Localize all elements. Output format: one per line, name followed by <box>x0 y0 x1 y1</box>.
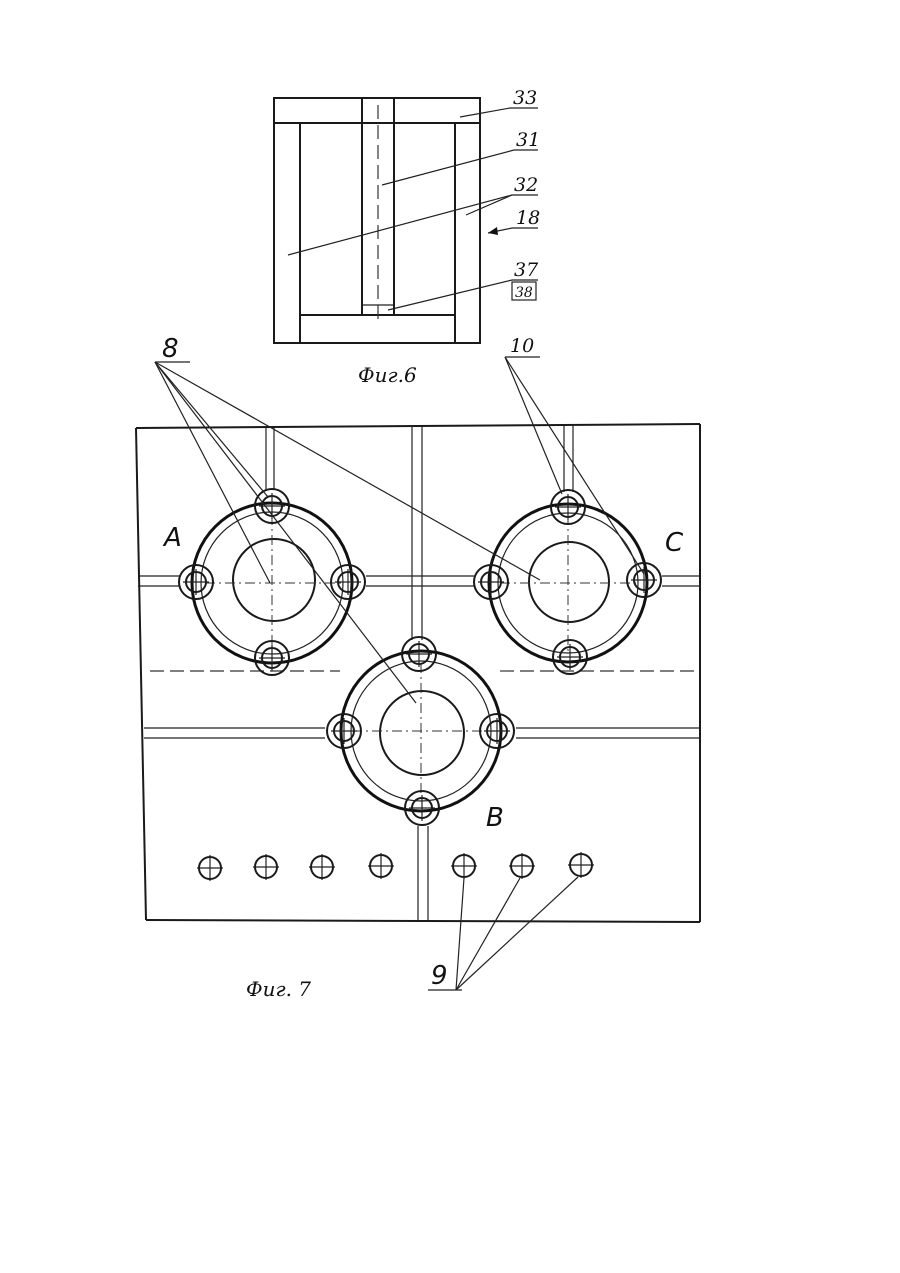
label-33: 33 <box>513 87 537 109</box>
label-burner-a: A <box>162 523 182 553</box>
fig6-component <box>274 98 538 343</box>
knob-hole <box>197 855 223 881</box>
label-8: 8 <box>162 334 179 364</box>
panel-bottom-edge <box>146 920 700 922</box>
burner-c <box>474 490 661 674</box>
burner-c-nozzle-left <box>474 565 508 599</box>
leader-9-c <box>456 877 578 990</box>
burner-a-nozzle-top <box>255 489 289 523</box>
burner-b-nozzle-right <box>480 714 514 748</box>
leader-37 <box>388 280 512 310</box>
knob-hole <box>568 852 594 878</box>
burner-b-nozzle-left <box>327 714 361 748</box>
label-9: 9 <box>431 961 448 991</box>
knob-hole <box>253 854 279 880</box>
label-37: 37 <box>514 259 539 281</box>
burner-a <box>179 489 365 675</box>
label-18: 18 <box>516 207 540 229</box>
panel-top-edge <box>136 424 700 428</box>
burner-a-nozzle-left <box>179 565 213 599</box>
burner-a-nozzle-bottom <box>255 641 289 675</box>
label-32: 32 <box>514 174 538 196</box>
label-10: 10 <box>510 335 534 357</box>
burner-c-nozzle-bottom <box>553 640 587 674</box>
leader-32a <box>288 195 512 255</box>
leader-33 <box>460 108 510 117</box>
label-38: 38 <box>515 285 533 301</box>
knob-hole <box>509 853 535 879</box>
burner-b-center <box>380 691 464 775</box>
knob-hole <box>309 854 335 880</box>
label-31: 31 <box>516 129 540 151</box>
fig6-caption: Фиг.6 <box>358 363 417 387</box>
burner-c-nozzle-top <box>551 490 585 524</box>
burner-c-center <box>529 542 609 622</box>
leader-9-a <box>456 878 464 990</box>
fig7-hob <box>136 357 700 990</box>
leader-9-b <box>456 878 520 990</box>
knob-hole <box>368 853 394 879</box>
burner-a-nozzle-right <box>331 565 365 599</box>
knob-hole <box>451 853 477 879</box>
fig6-outer-frame <box>274 98 480 343</box>
burner-b-nozzle-top <box>402 637 436 671</box>
burner-b <box>327 637 514 825</box>
label-burner-c: C <box>665 528 684 558</box>
fig7-caption: Фиг. 7 <box>246 977 311 1001</box>
label-burner-b: B <box>486 803 504 833</box>
leader-8-d <box>155 362 540 580</box>
burner-c-nozzle-right <box>627 563 661 597</box>
leader-8-b <box>155 362 268 497</box>
burner-a-center <box>233 539 315 621</box>
arrow-18 <box>488 227 498 235</box>
panel-left-edge <box>136 428 146 920</box>
leader-31 <box>382 150 514 185</box>
burner-b-nozzle-bottom <box>405 791 439 825</box>
leader-8-c <box>155 362 416 703</box>
knob-holes <box>197 852 594 881</box>
